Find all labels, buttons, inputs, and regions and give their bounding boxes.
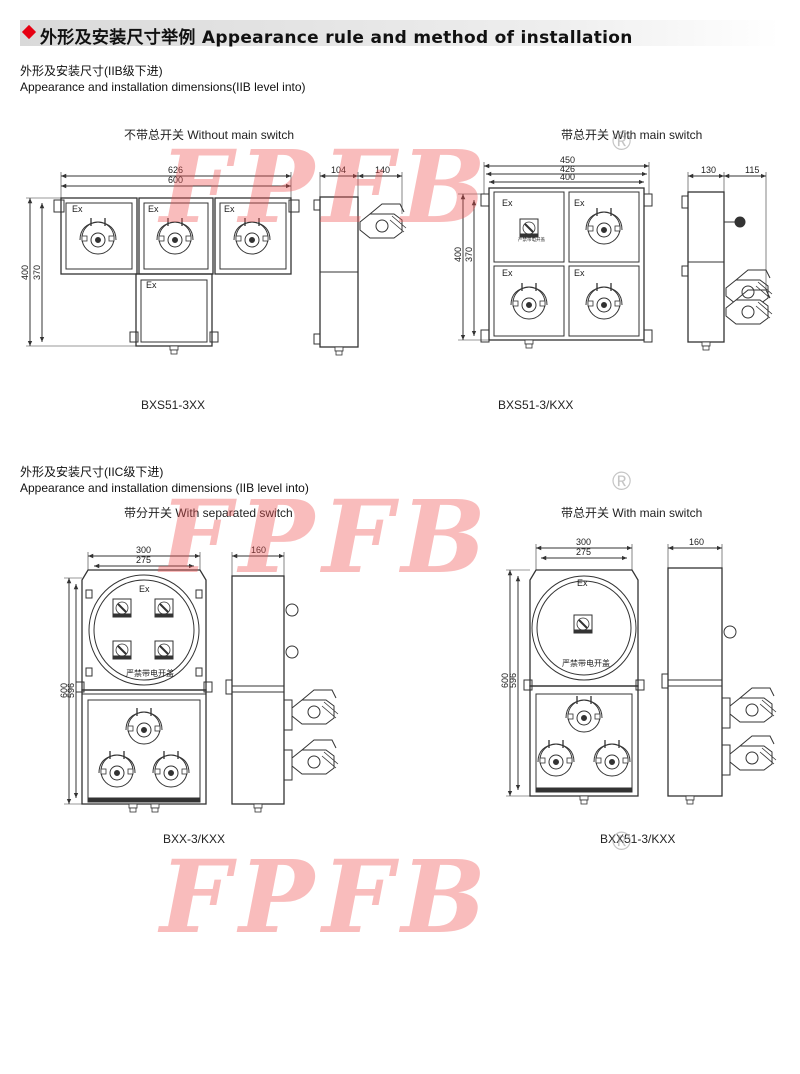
dim-130: 130 [701, 165, 716, 175]
registered-mark-icon: ® [612, 826, 632, 856]
section-header: 外形及安装尺寸举例 Appearance rule and method of … [20, 20, 780, 48]
dim-370-height: 370 [464, 247, 474, 262]
ex-label: Ex [574, 198, 585, 208]
dim-275: 275 [136, 555, 151, 565]
drawing3-model: BXX-3/KXX [163, 832, 226, 846]
drawing1-caption: 不带总开关 Without main switch [124, 128, 295, 142]
dim-300: 300 [136, 545, 151, 555]
dim-400-height: 400 [453, 247, 463, 262]
drawing3-caption: 带分开关 With separated switch [124, 506, 293, 520]
drawing2-side-view [681, 172, 773, 351]
drawing4-side-view [661, 544, 777, 805]
dim-104: 104 [331, 165, 346, 175]
drawing4-caption: 带总开关 With main switch [561, 506, 703, 520]
dim-600: 600 [168, 175, 183, 185]
ex-label: Ex [146, 280, 157, 290]
drawing1-side-view [313, 172, 407, 356]
registered-mark-icon: ® [612, 126, 632, 156]
watermark-fpfb: FPFB [160, 838, 494, 956]
registered-mark-icon: ® [612, 466, 632, 496]
dim-600b-height: 600 [500, 673, 510, 688]
section1-title-cn: 外形及安装尺寸(IIB级下进) [20, 64, 163, 78]
warning-label-small: 严禁带电开盖 [518, 236, 545, 243]
ex-label: Ex [224, 204, 235, 214]
drawing2-model: BXS51-3/KXX [498, 398, 574, 412]
dim-400: 400 [20, 265, 30, 280]
section1-title-en: Appearance and installation dimensions(I… [20, 80, 306, 94]
drawing3-side-view [225, 552, 339, 813]
drawing2-caption: 带总开关 With main switch [561, 128, 703, 142]
section2-title-cn: 外形及安装尺寸(IIC级下进) [20, 465, 164, 479]
dim-596-height: 596 [66, 683, 76, 698]
dim-600-height: 600 [59, 683, 69, 698]
drawing4-front-view [506, 544, 645, 805]
header-title: 外形及安装尺寸举例 Appearance rule and method of … [40, 28, 633, 48]
dim-300b: 300 [576, 537, 591, 547]
drawing2-front-view [458, 162, 653, 349]
ex-label: Ex [72, 204, 83, 214]
dim-596b-height: 596 [508, 673, 518, 688]
section2-title-en: Appearance and installation dimensions (… [20, 481, 309, 495]
dim-160b: 160 [689, 537, 704, 547]
dim-370: 370 [32, 265, 42, 280]
dim-140: 140 [375, 165, 390, 175]
ex-label: Ex [139, 584, 150, 594]
dim-626: 626 [168, 165, 183, 175]
dim-400-width: 400 [560, 172, 575, 182]
ex-label: Ex [577, 578, 588, 588]
warning-label: 严禁带电开盖 [562, 658, 610, 668]
watermark-fpfb: FPFB [160, 128, 494, 246]
ex-label: Ex [502, 268, 513, 278]
dim-275b: 275 [576, 547, 591, 557]
ex-label: Ex [574, 268, 585, 278]
dim-450: 450 [560, 155, 575, 165]
warning-label: 严禁带电开盖 [126, 668, 174, 678]
watermark-fpfb: FPFB [160, 478, 494, 596]
drawing1-front-view [26, 172, 300, 355]
dim-115: 115 [745, 165, 759, 175]
ex-label: Ex [502, 198, 513, 208]
dim-160: 160 [251, 545, 266, 555]
dim-426: 426 [560, 164, 575, 174]
drawing3-front-view [64, 552, 213, 813]
drawing4-model: BXX51-3/KXX [600, 832, 676, 846]
drawing1-model: BXS51-3XX [141, 398, 206, 412]
ex-label: Ex [148, 204, 159, 214]
